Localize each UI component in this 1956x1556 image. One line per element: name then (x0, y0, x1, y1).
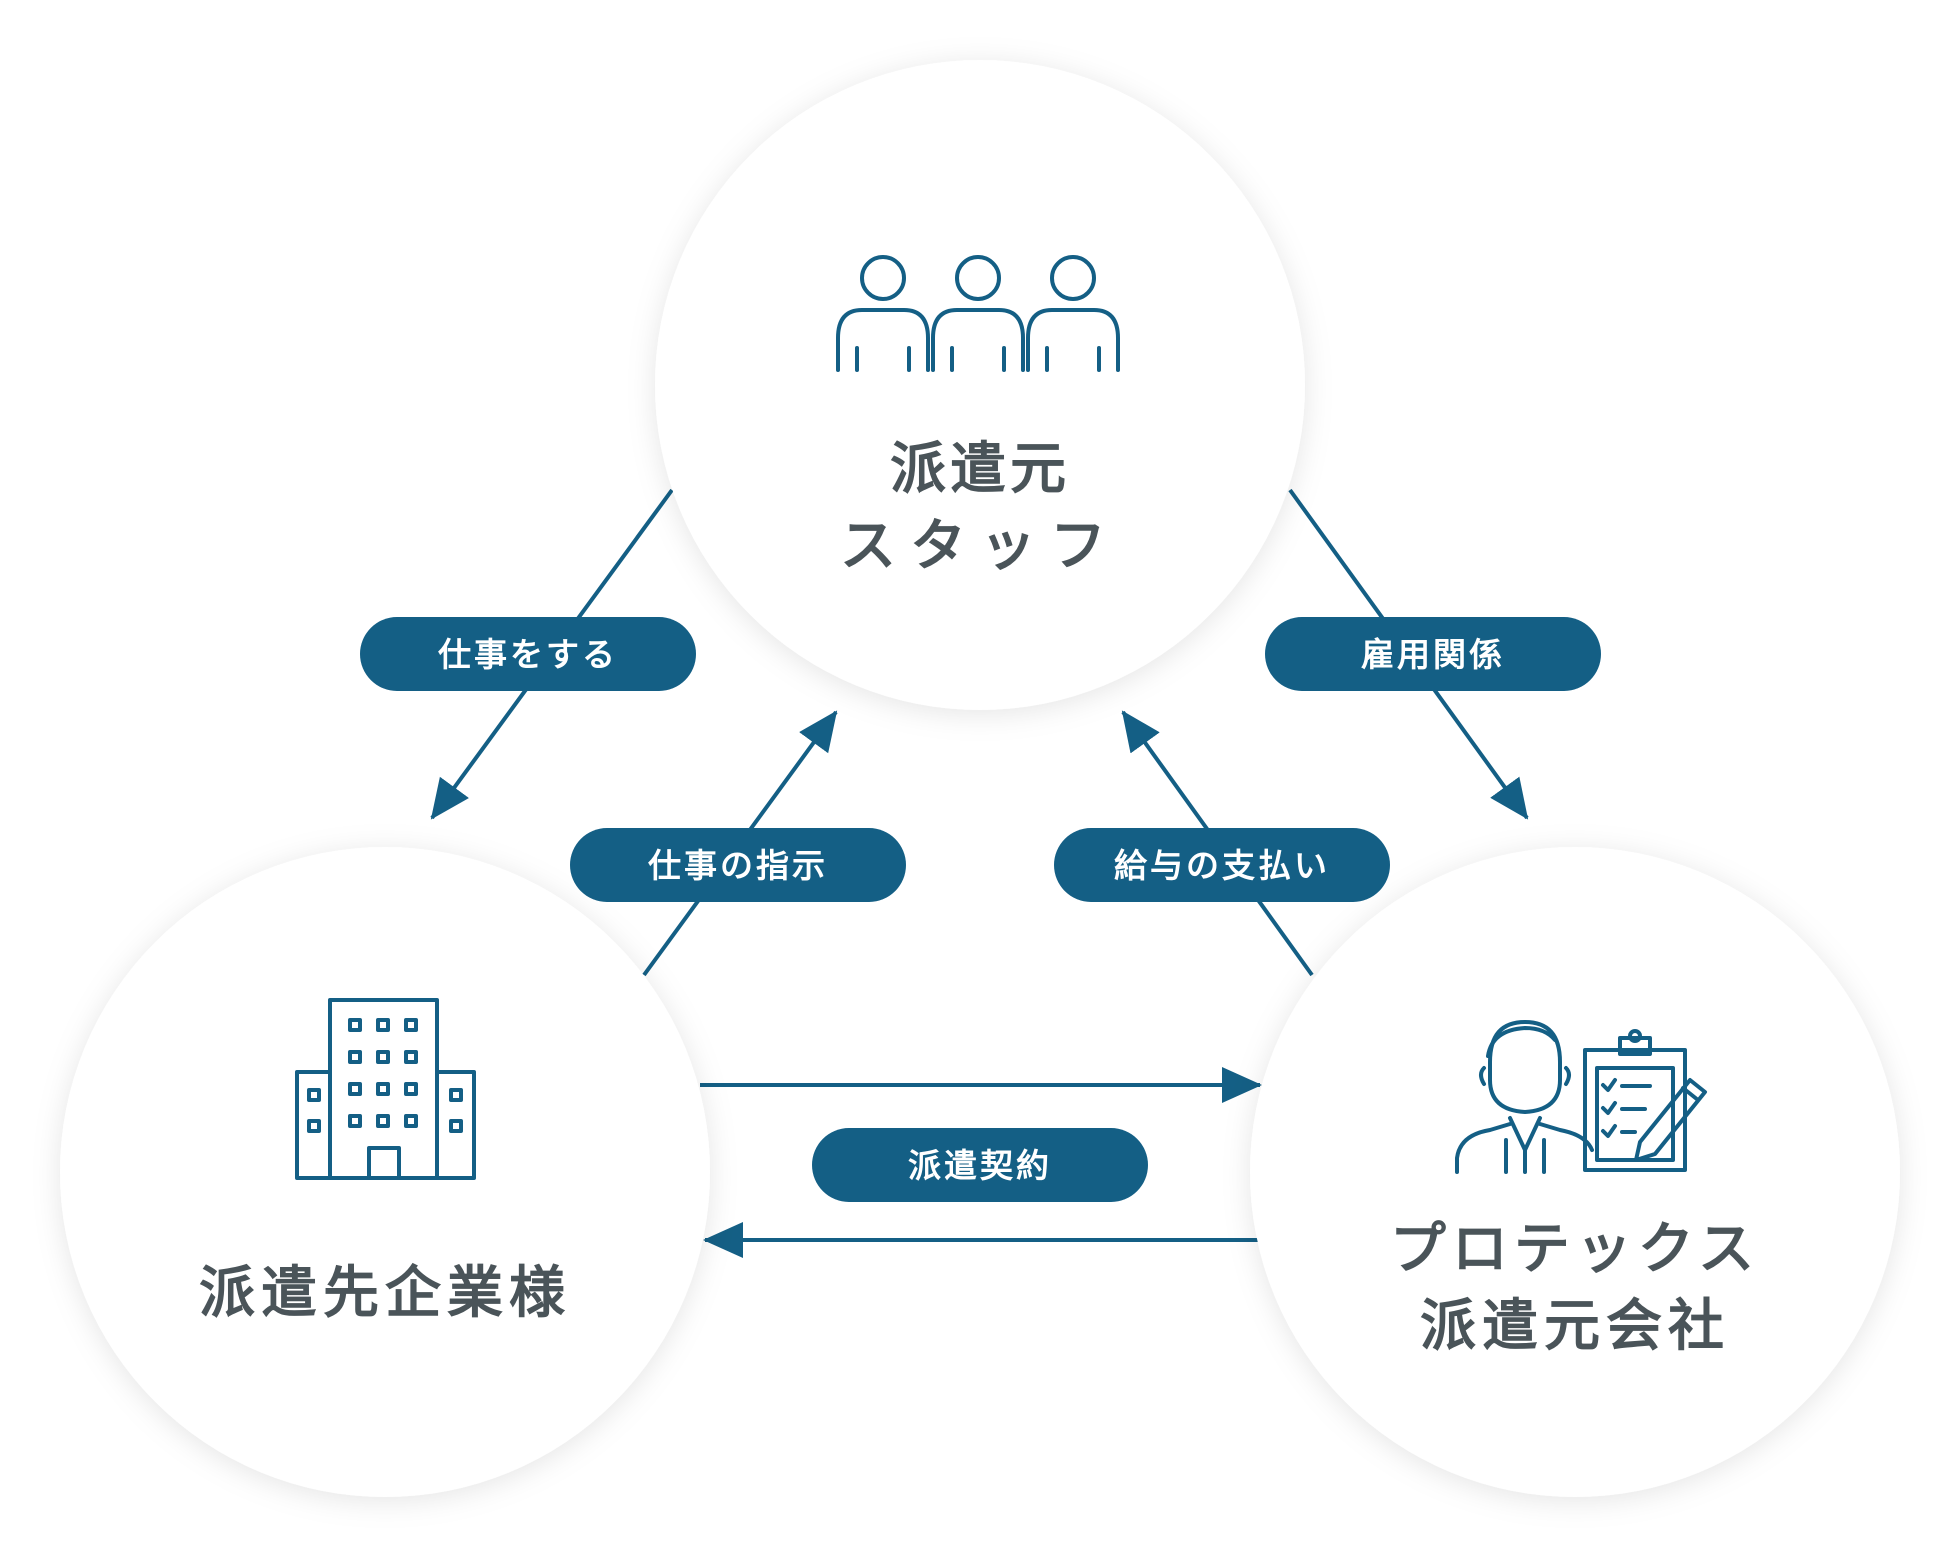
people-group-icon (836, 255, 1120, 372)
pill-employment-text: 雇用関係 (1361, 635, 1505, 674)
client-node: 派遣先企業様 (199, 998, 571, 1326)
pill-work-instruction-text: 仕事の指示 (648, 846, 828, 885)
agency-label-line2: 派遣元会社 (1420, 1294, 1730, 1359)
staff-node: 派遣元 スタッフ (836, 255, 1120, 579)
agency-node-circle (1250, 847, 1900, 1497)
pill-dispatch-contract-text: 派遣契約 (908, 1146, 1052, 1185)
pill-do-work: 仕事をする (360, 617, 696, 691)
pill-salary-payment: 給与の支払い (1054, 828, 1390, 902)
client-label: 派遣先企業様 (199, 1261, 571, 1326)
staff-node-circle (655, 60, 1305, 710)
office-building-icon (295, 998, 476, 1180)
pill-do-work-text: 仕事をする (438, 635, 618, 674)
pill-work-instruction: 仕事の指示 (570, 828, 906, 902)
agency-node: プロテックス 派遣元会社 (1390, 1020, 1760, 1359)
staff-label-line1: 派遣元 (890, 437, 1070, 502)
pill-employment: 雇用関係 (1265, 617, 1601, 691)
pill-salary-payment-text: 給与の支払い (1114, 846, 1330, 885)
agency-label-line1: プロテックス (1390, 1217, 1760, 1282)
pill-dispatch-contract: 派遣契約 (812, 1128, 1148, 1202)
person-clipboard-icon (1455, 1020, 1707, 1174)
client-node-circle (60, 847, 710, 1497)
staff-label-line2: スタッフ (840, 514, 1120, 579)
